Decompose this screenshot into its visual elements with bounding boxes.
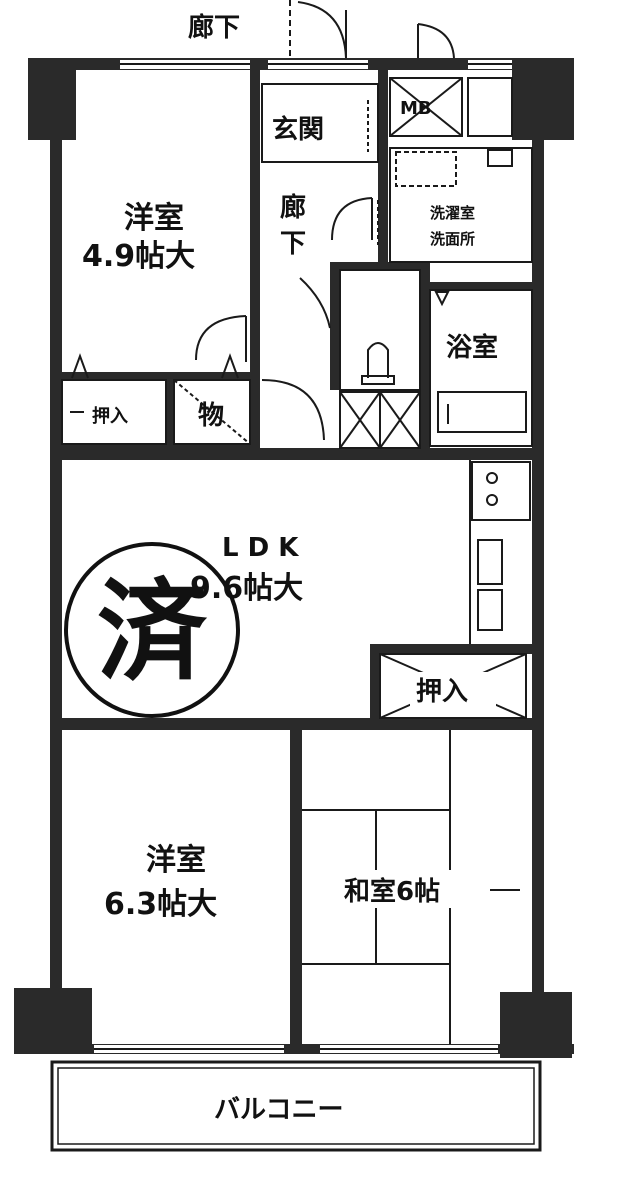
wall-bottom xyxy=(40,1044,574,1054)
entrance-area xyxy=(261,83,379,163)
ldk-name: L D K xyxy=(222,533,299,563)
laundry-label-1: 洗濯室 xyxy=(430,204,475,222)
washroom xyxy=(377,147,533,307)
japanese-room-label: 和室6帖 xyxy=(344,876,440,907)
entrance-door[interactable] xyxy=(289,0,347,59)
windows-bottom xyxy=(94,1045,498,1053)
stamp-label: 済 xyxy=(97,567,208,696)
meter-box-label: MB xyxy=(400,98,432,119)
closet-2 xyxy=(379,653,527,719)
corridor-inner-label-2: 下 xyxy=(280,229,306,259)
closet-1 xyxy=(61,353,167,445)
corridor-outside-label: 廊下 xyxy=(188,12,240,43)
approval-stamp: 済 xyxy=(64,542,240,718)
western-room-1-door[interactable] xyxy=(195,315,247,362)
wall-left xyxy=(50,60,62,1050)
windows-top xyxy=(120,60,512,69)
western-room-2-size: 6.3帖大 xyxy=(104,887,217,922)
storage-label: 物 xyxy=(198,401,224,431)
closet-1-label: 押入 xyxy=(92,405,128,427)
corridor-door-swings[interactable] xyxy=(261,197,373,441)
storage xyxy=(173,353,251,445)
wall-right xyxy=(532,60,544,1055)
meter-box xyxy=(389,23,513,137)
closet-2-label: 押入 xyxy=(416,677,468,707)
laundry-label-2: 洗面所 xyxy=(430,230,475,248)
kitchen xyxy=(469,460,531,644)
western-room-1-name: 洋室 xyxy=(124,201,184,236)
balcony-label: バルコニー xyxy=(214,1095,343,1125)
bath-label: 浴室 xyxy=(446,332,498,363)
western-room-2-name: 洋室 xyxy=(146,843,206,878)
western-room-1-size: 4.9帖大 xyxy=(82,239,195,274)
bath xyxy=(429,289,533,447)
ldk-size: 9.6帖大 xyxy=(190,571,303,606)
toilet xyxy=(339,269,421,449)
corridor-inner-label-1: 廊 xyxy=(280,192,306,223)
entrance-label: 玄関 xyxy=(272,114,324,145)
interior-walls xyxy=(60,70,535,1046)
balcony xyxy=(50,1060,542,1152)
